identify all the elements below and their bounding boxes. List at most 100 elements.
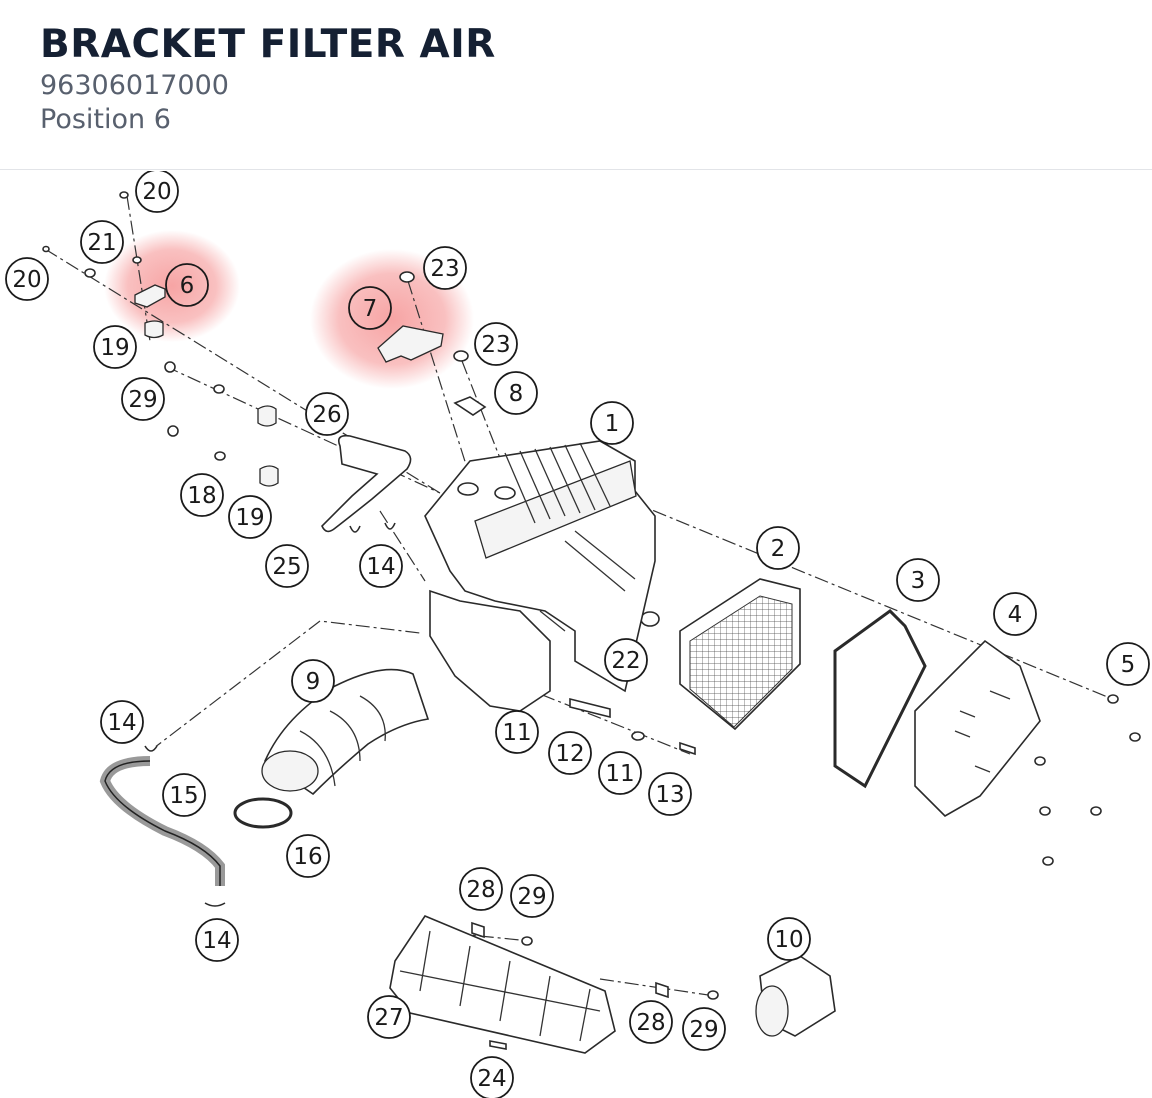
hardware	[42, 191, 1141, 1050]
callout-27[interactable]: 27	[367, 995, 411, 1039]
callout-8[interactable]: 8	[494, 371, 538, 415]
callout-20[interactable]: 20	[135, 171, 179, 213]
callout-circle	[423, 246, 467, 290]
callout-11[interactable]: 11	[598, 751, 642, 795]
callout-11[interactable]: 11	[495, 710, 539, 754]
callout-number: 27	[374, 1005, 403, 1031]
callout-number: 19	[100, 335, 129, 361]
callout-circle	[165, 263, 209, 307]
callout-circle	[648, 772, 692, 816]
lower-duct-27-drawing	[389, 915, 616, 1054]
callout-circle	[265, 544, 309, 588]
callout-23[interactable]: 23	[474, 322, 518, 366]
callout-circle	[604, 638, 648, 682]
callout-number: 25	[272, 554, 301, 580]
callout-9[interactable]: 9	[291, 659, 335, 703]
callout-number: 14	[202, 928, 231, 954]
breather-hose-15-outline	[104, 760, 221, 886]
callout-14[interactable]: 14	[195, 918, 239, 962]
callout-circle	[1106, 642, 1150, 686]
callout-circle	[590, 401, 634, 445]
callout-19[interactable]: 19	[228, 495, 272, 539]
callout-22[interactable]: 22	[604, 638, 648, 682]
callout-circle	[195, 918, 239, 962]
callout-7[interactable]: 7	[348, 286, 392, 330]
callout-18[interactable]: 18	[180, 473, 224, 517]
callout-3[interactable]: 3	[896, 558, 940, 602]
callout-number: 28	[636, 1010, 665, 1036]
callout-23[interactable]: 23	[423, 246, 467, 290]
callout-14[interactable]: 14	[100, 700, 144, 744]
callout-number: 21	[87, 230, 116, 256]
bracket-7-drawing	[377, 325, 444, 363]
callout-circle	[474, 322, 518, 366]
callout-2[interactable]: 2	[756, 526, 800, 570]
filter-cover-drawing	[914, 639, 1041, 817]
callout-circle	[510, 874, 554, 918]
callout-number: 11	[502, 720, 531, 746]
callout-circle	[286, 834, 330, 878]
callout-20[interactable]: 20	[5, 257, 49, 301]
callout-circle	[80, 220, 124, 264]
highlight-glows	[104, 230, 474, 389]
callout-24[interactable]: 24	[470, 1056, 514, 1098]
gasket-3-drawing	[833, 609, 927, 789]
callout-21[interactable]: 21	[80, 220, 124, 264]
page-header: BRACKET FILTER AIR 96306017000 Position …	[0, 0, 1152, 170]
page-title: BRACKET FILTER AIR	[40, 22, 496, 67]
callout-number: 6	[180, 273, 195, 299]
callout-number: 8	[509, 381, 524, 407]
callout-6[interactable]: 6	[165, 263, 209, 307]
callout-15[interactable]: 15	[162, 773, 206, 817]
callout-25[interactable]: 25	[265, 544, 309, 588]
callout-4[interactable]: 4	[993, 592, 1037, 636]
callout-circle	[459, 867, 503, 911]
callout-number: 19	[235, 505, 264, 531]
callout-number: 29	[517, 884, 546, 910]
callout-29[interactable]: 29	[682, 1007, 726, 1051]
callout-number: 18	[187, 483, 216, 509]
callout-number: 29	[689, 1017, 718, 1043]
callout-number: 22	[611, 648, 640, 674]
callout-13[interactable]: 13	[648, 772, 692, 816]
callout-1[interactable]: 1	[590, 401, 634, 445]
callout-28[interactable]: 28	[459, 867, 503, 911]
callout-29[interactable]: 29	[121, 377, 165, 421]
callout-circle	[756, 526, 800, 570]
callout-number: 13	[655, 782, 684, 808]
callout-number: 3	[911, 568, 926, 594]
callout-circle	[100, 700, 144, 744]
callout-16[interactable]: 16	[286, 834, 330, 878]
callout-number: 15	[169, 783, 198, 809]
callout-circle	[291, 659, 335, 703]
callout-circle	[598, 751, 642, 795]
callout-number: 7	[363, 296, 378, 322]
callout-circle	[993, 592, 1037, 636]
callout-5[interactable]: 5	[1106, 642, 1150, 686]
callout-12[interactable]: 12	[548, 731, 592, 775]
callout-19[interactable]: 19	[93, 325, 137, 369]
callout-number: 26	[312, 402, 341, 428]
callout-circle	[180, 473, 224, 517]
clamp-16-drawing	[233, 797, 293, 829]
callout-number: 29	[128, 387, 157, 413]
callout-14[interactable]: 14	[359, 544, 403, 588]
callout-circle	[162, 773, 206, 817]
callout-circle	[495, 710, 539, 754]
callout-circle	[470, 1056, 514, 1098]
callout-10[interactable]: 10	[767, 917, 811, 961]
callout-28[interactable]: 28	[629, 1000, 673, 1044]
callout-number: 14	[107, 710, 136, 736]
callout-26[interactable]: 26	[305, 392, 349, 436]
callout-number: 23	[481, 332, 510, 358]
callout-29[interactable]: 29	[510, 874, 554, 918]
callout-circle	[359, 544, 403, 588]
callout-number: 5	[1121, 652, 1136, 678]
part-number: 96306017000	[40, 70, 229, 101]
callout-circle	[629, 1000, 673, 1044]
callout-circle	[93, 325, 137, 369]
callout-circle	[767, 917, 811, 961]
airbox-housing-drawing	[424, 440, 656, 712]
